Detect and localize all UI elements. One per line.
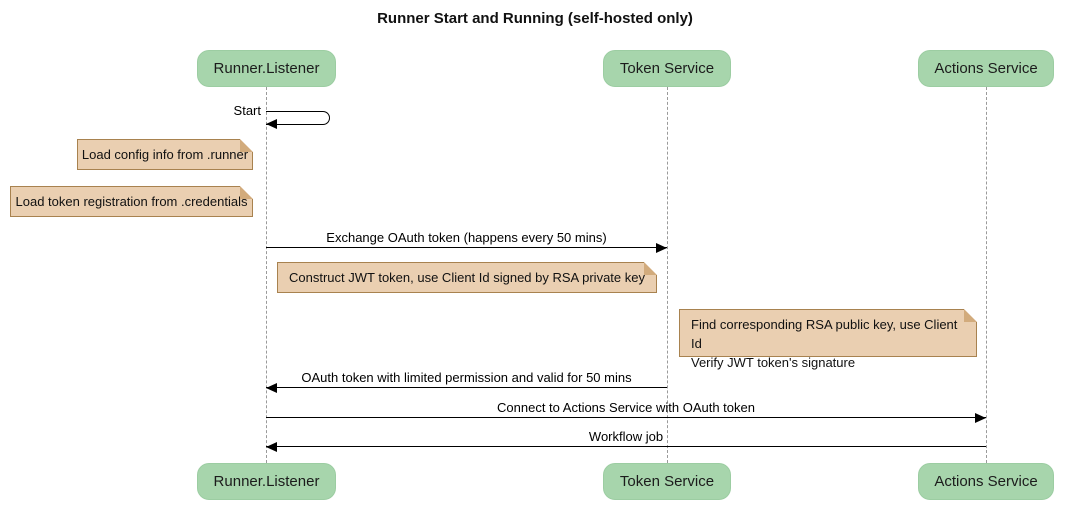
participant-label: Actions Service (934, 60, 1038, 77)
participant-label: Runner.Listener (213, 473, 320, 490)
participant-runner-listener-bottom: Runner.Listener (197, 463, 336, 500)
note-text: Load config info from .runner (81, 147, 249, 162)
participant-actions-service-bottom: Actions Service (918, 463, 1054, 500)
lifeline-runner-listener (266, 87, 267, 463)
note-text-line2: Verify JWT token's signature (691, 355, 856, 370)
participant-label: Token Service (619, 60, 715, 77)
arrowhead-icon (266, 442, 277, 452)
note-construct-jwt: Construct JWT token, use Client Id signe… (277, 262, 657, 293)
participant-label: Token Service (619, 473, 715, 490)
arrowhead-icon (266, 383, 277, 393)
lifeline-token-service (667, 87, 668, 463)
message-workflow-line (266, 446, 986, 447)
participant-runner-listener-top: Runner.Listener (197, 50, 336, 87)
message-connect-line (266, 417, 986, 418)
message-start-label: Start (233, 103, 261, 118)
message-oauth-return-line (266, 387, 667, 388)
participant-label: Runner.Listener (213, 60, 320, 77)
note-load-config: Load config info from .runner (77, 139, 253, 170)
note-text: Load token registration from .credential… (15, 194, 248, 209)
participant-actions-service-top: Actions Service (918, 50, 1054, 87)
note-text-line1: Find corresponding RSA public key, use C… (691, 317, 958, 351)
arrowhead-icon (975, 413, 986, 423)
note-text: Construct JWT token, use Client Id signe… (289, 270, 645, 285)
message-start-self-loop (266, 111, 330, 125)
participant-label: Actions Service (934, 473, 1038, 490)
message-exchange-label: Exchange OAuth token (happens every 50 m… (326, 230, 607, 245)
note-find-rsa: Find corresponding RSA public key, use C… (679, 309, 977, 370)
message-workflow-label: Workflow job (588, 429, 664, 444)
message-exchange-line (266, 247, 667, 248)
diagram-title: Runner Start and Running (self-hosted on… (377, 10, 693, 27)
participant-token-service-top: Token Service (603, 50, 731, 87)
arrowhead-icon (266, 119, 277, 129)
message-oauth-return-label: OAuth token with limited permission and … (301, 370, 632, 385)
message-connect-label: Connect to Actions Service with OAuth to… (497, 400, 755, 415)
lifeline-actions-service (986, 87, 987, 463)
arrowhead-icon (656, 243, 667, 253)
participant-token-service-bottom: Token Service (603, 463, 731, 500)
note-load-credentials: Load token registration from .credential… (10, 186, 253, 217)
